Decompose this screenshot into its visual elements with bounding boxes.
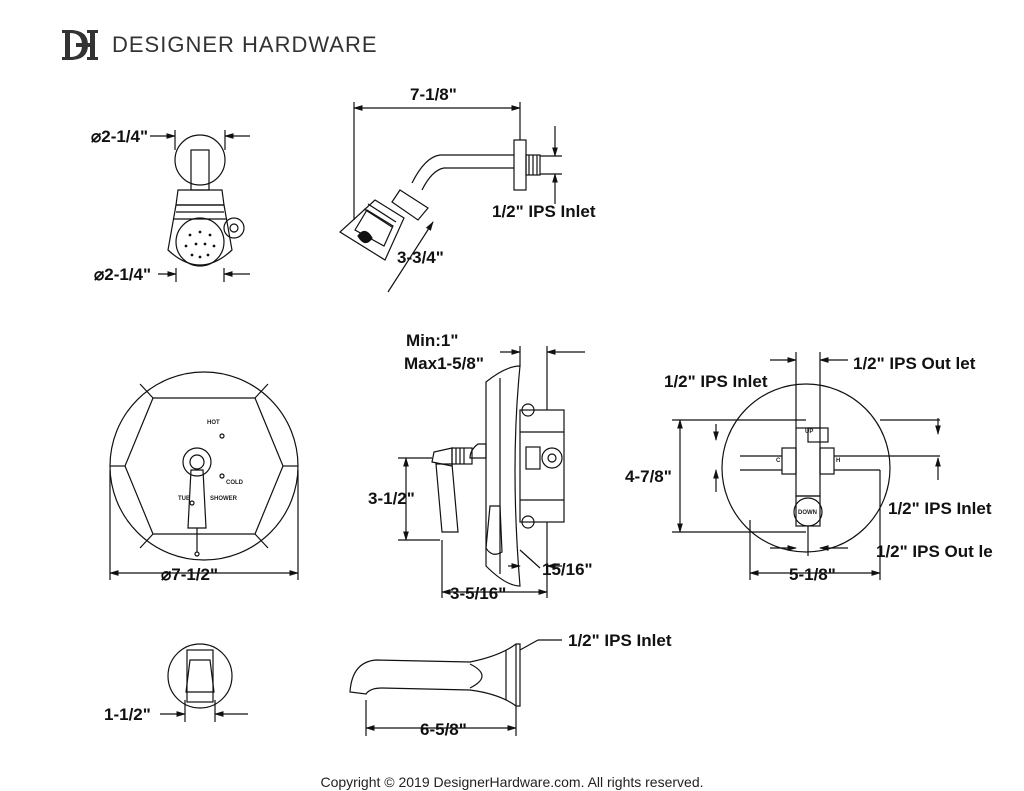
showerhead-bottom-dia-label: ⌀2-1/4" xyxy=(94,265,151,284)
hot-label: HOT xyxy=(207,420,220,426)
head-drop-label: 3-3/4" xyxy=(397,248,444,267)
dimension-labels: ⌀2-1/4" ⌀2-1/4" 7-1/8" 1/2" IPS Inlet 3-… xyxy=(91,85,993,739)
copyright-footer: Copyright © 2019 DesignerHardware.com. A… xyxy=(320,774,704,790)
brand-logo-icon xyxy=(62,30,98,60)
c-label: C xyxy=(776,458,781,464)
arm-length-label: 7-1/8" xyxy=(410,85,457,104)
spout-length-label: 6-5/8" xyxy=(420,720,467,739)
h-label: H xyxy=(836,458,840,464)
wall-max-label: Max1-5/8" xyxy=(404,354,484,373)
brand-header: DESIGNER HARDWARE xyxy=(62,28,378,62)
spout-front-view xyxy=(160,643,248,722)
showerhead-top-dia-label: ⌀2-1/4" xyxy=(91,127,148,146)
valve-width-label: 5-1/8" xyxy=(789,565,836,584)
spout-dia-label: 1-1/2" xyxy=(104,705,151,724)
tub-label: TUB xyxy=(178,496,191,502)
escutcheon-front-view xyxy=(109,371,299,580)
shower-label: SHOWER xyxy=(210,496,238,502)
showerhead-side-view xyxy=(339,102,562,293)
outlet-bottom-label: 1/2" IPS Out le xyxy=(876,542,993,561)
outlet-top-label: 1/2" IPS Out let xyxy=(853,354,976,373)
wall-min-label: Min:1" xyxy=(406,331,458,350)
handle-height-label: 3-1/2" xyxy=(368,489,415,508)
valve-back-view xyxy=(672,352,941,580)
spout-side-view xyxy=(349,639,562,736)
body-depth-label: 15/16" xyxy=(542,560,593,579)
escutcheon-dia-label: ⌀7-1/2" xyxy=(161,565,218,584)
inlet-right-label: 1/2" IPS Inlet xyxy=(888,499,992,518)
projection-label: 3-5/16" xyxy=(450,584,506,603)
showerhead-inlet-label: 1/2" IPS Inlet xyxy=(492,202,596,221)
inlet-top-label: 1/2" IPS Inlet xyxy=(664,372,768,391)
spout-inlet-label: 1/2" IPS Inlet xyxy=(568,631,672,650)
cold-label: COLD xyxy=(226,480,244,486)
valve-height-label: 4-7/8" xyxy=(625,467,672,486)
showerhead-front-view xyxy=(150,130,250,282)
down-label: DOWN xyxy=(798,510,817,516)
valve-side-view xyxy=(398,346,585,598)
brand-name: DESIGNER HARDWARE xyxy=(112,32,378,57)
up-label: UP xyxy=(805,429,813,435)
